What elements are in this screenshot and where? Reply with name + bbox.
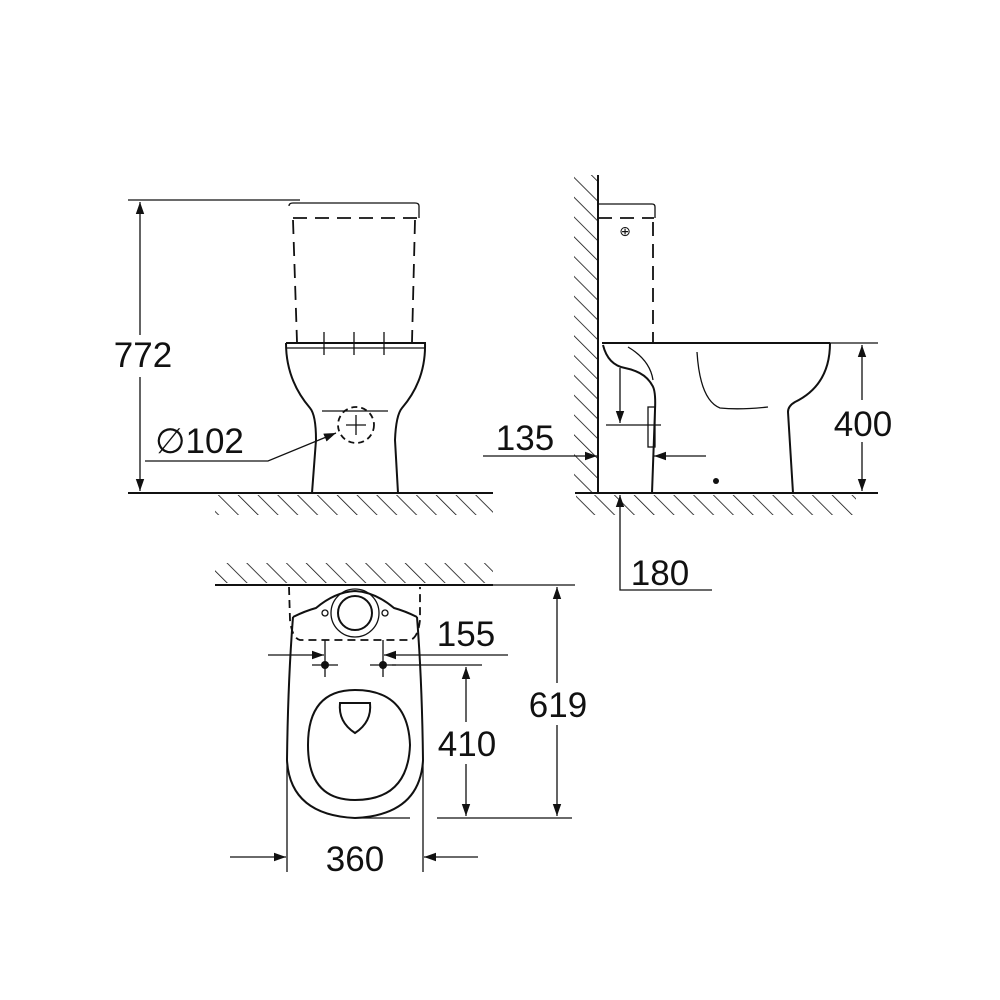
dimension-label-135: 135: [496, 419, 554, 458]
outlet-circle: [337, 406, 375, 444]
wall-hatch: [574, 175, 597, 493]
floor-hatch: [576, 495, 856, 515]
dimension-180: [615, 495, 712, 591]
outlet-circle: [337, 595, 373, 631]
dimension-label-400: 400: [834, 405, 892, 444]
bowl-back: [602, 344, 657, 494]
dimension-label-155: 155: [437, 615, 495, 654]
top-view: 155 410 619 360: [215, 563, 592, 879]
bowl-front: [786, 342, 831, 494]
bowl-outline: [285, 342, 427, 494]
side-view: ⊕ 135 400 180: [483, 175, 898, 593]
dimension-label-102: ∅102: [155, 422, 244, 461]
dimension-label-180: 180: [631, 554, 689, 593]
flush-button-icon: ⊕: [619, 224, 631, 240]
wall-hatch: [215, 563, 493, 583]
outlet-leader: [145, 432, 337, 462]
tank-lid: [288, 202, 420, 218]
front-view: 772 ∅102: [105, 199, 493, 515]
seat-opening: [306, 688, 412, 802]
tank-lid: [598, 203, 656, 218]
dimension-label-619: 619: [529, 686, 587, 725]
floor-hatch: [215, 495, 493, 515]
dimension-label-360: 360: [326, 840, 384, 879]
dimension-label-410: 410: [438, 725, 496, 764]
dimension-label-772: 772: [114, 336, 172, 375]
bowl-outline: [285, 616, 425, 820]
